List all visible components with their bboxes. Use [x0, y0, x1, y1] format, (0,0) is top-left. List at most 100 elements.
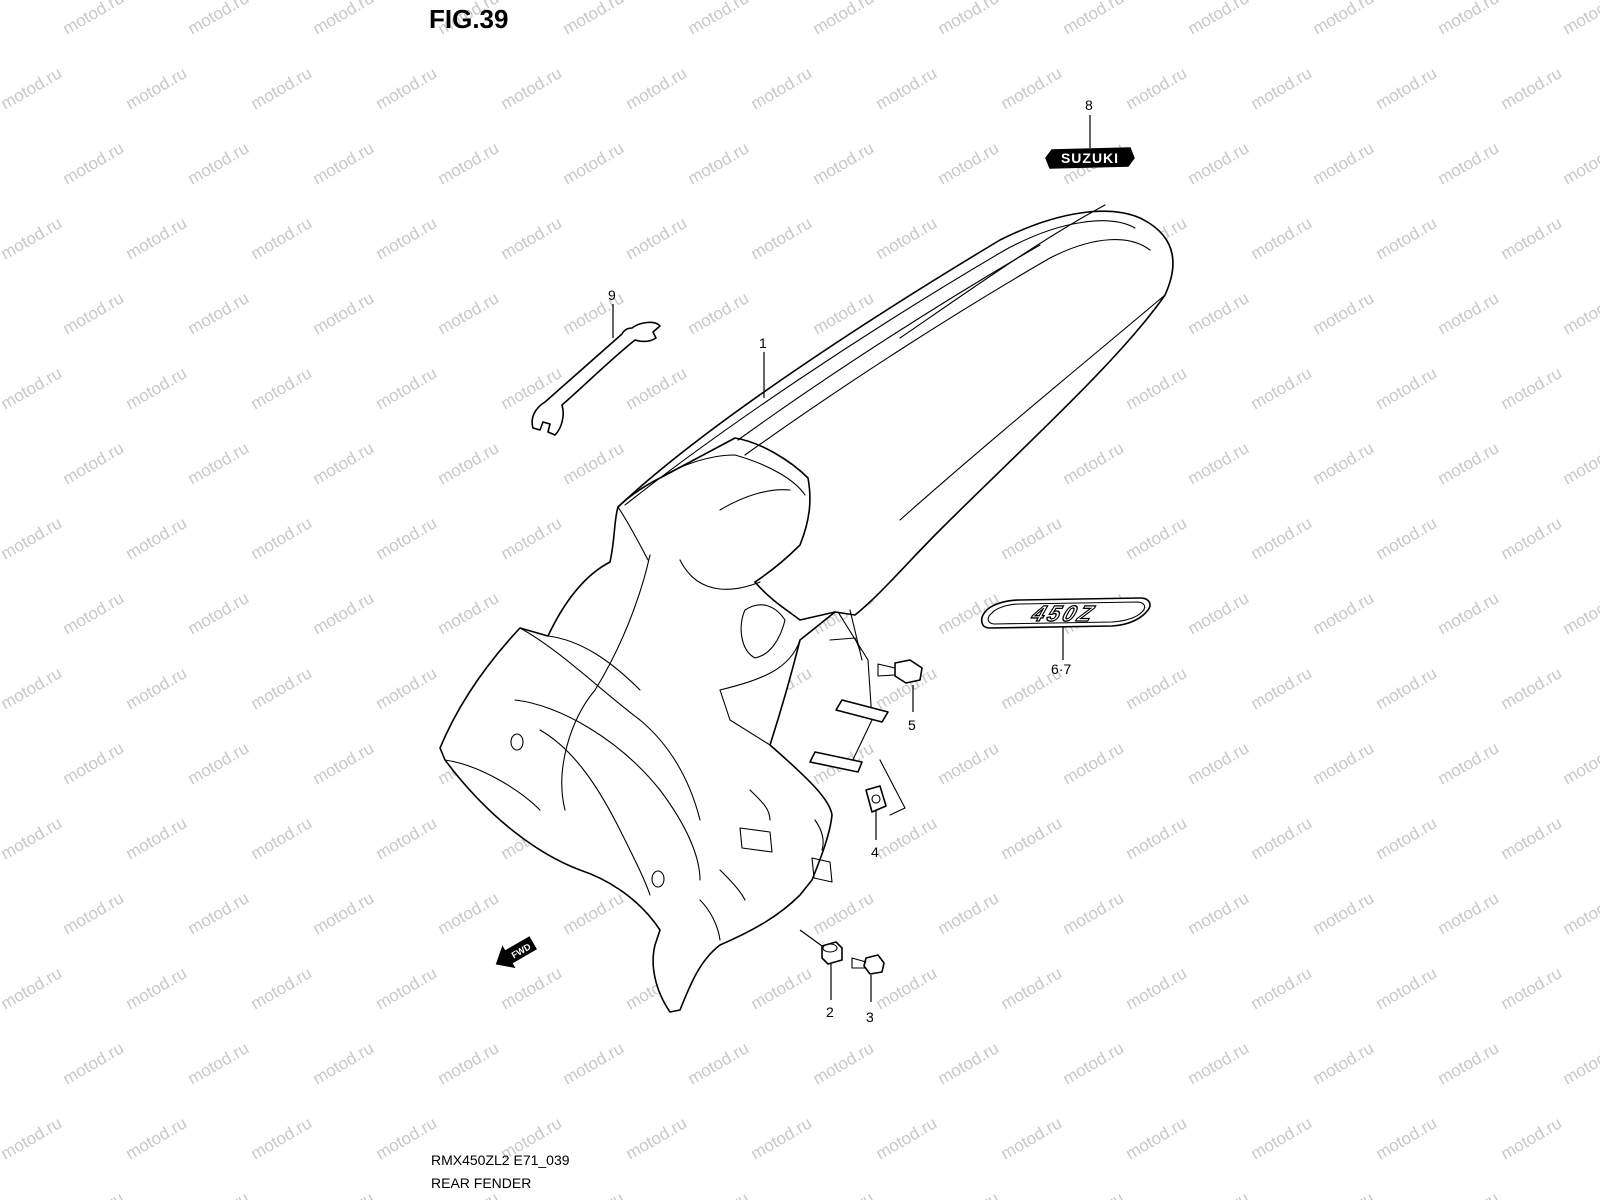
watermark-text: motod.ru [1248, 213, 1316, 263]
watermark-text: motod.ru [498, 963, 566, 1013]
watermark-text: motod.ru [123, 813, 191, 863]
watermark-text: motod.ru [1498, 213, 1566, 263]
watermark-text: motod.ru [0, 0, 2, 38]
watermark-text: motod.ru [623, 363, 691, 413]
watermark-text: motod.ru [1560, 588, 1600, 638]
watermark-text: motod.ru [60, 1038, 128, 1088]
watermark-text: motod.ru [0, 888, 2, 938]
watermark-text: motod.ru [60, 888, 128, 938]
model-code-caption: RMX450ZL2 E71_039 [431, 1152, 570, 1168]
watermark-text: motod.ru [873, 813, 941, 863]
rear-fender-part: 1 [439, 204, 1174, 1013]
watermark-text: motod.ru [1560, 888, 1600, 938]
watermark-text: motod.ru [185, 288, 253, 338]
watermark-text: motod.ru [498, 513, 566, 563]
watermark-text: motod.ru [123, 663, 191, 713]
watermark-text: motod.ru [1060, 1188, 1128, 1200]
watermark-text: motod.ru [373, 363, 441, 413]
watermark-text: motod.ru [0, 213, 65, 263]
watermark-text: motod.ru [248, 1113, 316, 1163]
watermark-text: motod.ru [1435, 888, 1503, 938]
watermark-text: motod.ru [1310, 888, 1378, 938]
watermark-text: motod.ru [1060, 438, 1128, 488]
watermark-text: motod.ru [373, 513, 441, 563]
part-label-8: 8 [1085, 97, 1093, 113]
watermark-text: motod.ru [185, 138, 253, 188]
watermark-text: motod.ru [373, 663, 441, 713]
watermark-text: motod.ru [1248, 663, 1316, 713]
watermark-text: motod.ru [185, 588, 253, 638]
watermark-text: motod.ru [0, 1038, 2, 1088]
watermark-text: motod.ru [998, 813, 1066, 863]
watermark-text: motod.ru [498, 63, 566, 113]
watermark-text: motod.ru [998, 963, 1066, 1013]
watermark-text: motod.ru [1248, 513, 1316, 563]
watermark-text: motod.ru [1310, 288, 1378, 338]
watermark-text: motod.ru [1435, 1188, 1503, 1200]
watermark-text: motod.ru [310, 288, 378, 338]
watermark-text: motod.ru [1123, 963, 1191, 1013]
watermark-text: motod.ru [1060, 738, 1128, 788]
watermark-text: motod.ru [123, 363, 191, 413]
watermark-text: motod.ru [248, 813, 316, 863]
watermark-text: motod.ru [1310, 1038, 1378, 1088]
watermark-text: motod.ru [1373, 813, 1441, 863]
figure-title: FIG.39 [429, 4, 509, 34]
watermark-text: motod.ru [310, 0, 378, 38]
watermark-text: motod.ru [123, 63, 191, 113]
watermark-text: motod.ru [623, 63, 691, 113]
watermark-text: motod.ru [185, 438, 253, 488]
watermark-text: motod.ru [873, 213, 941, 263]
watermark-text: motod.ru [0, 438, 2, 488]
watermark-text: motod.ru [185, 1188, 253, 1200]
watermark-text: motod.ru [1498, 1113, 1566, 1163]
watermark-text: motod.ru [1498, 813, 1566, 863]
watermark-text: motod.ru [310, 1038, 378, 1088]
watermark-text: motod.ru [435, 288, 503, 338]
watermark-text: motod.ru [373, 963, 441, 1013]
watermark-text: motod.ru [1123, 363, 1191, 413]
watermark-text: motod.ru [1373, 213, 1441, 263]
watermark-text: motod.ru [560, 0, 628, 38]
watermark-text: motod.ru [310, 1188, 378, 1200]
watermark-text: motod.ru [1123, 663, 1191, 713]
watermark-text: motod.ru [1560, 738, 1600, 788]
watermark-text: motod.ru [685, 138, 753, 188]
watermark-text: motod.ru [998, 1113, 1066, 1163]
watermark-text: motod.ru [1498, 513, 1566, 563]
watermark-text: motod.ru [560, 288, 628, 338]
watermark-text: motod.ru [1185, 138, 1253, 188]
watermark-text: motod.ru [248, 513, 316, 563]
watermark-text: motod.ru [310, 588, 378, 638]
watermark-text: motod.ru [435, 138, 503, 188]
watermark-text: motod.ru [0, 738, 2, 788]
watermark-text: motod.ru [748, 63, 816, 113]
collar-part: 2 [799, 929, 843, 1020]
watermark-text: motod.ru [310, 138, 378, 188]
watermark-text: motod.ru [60, 588, 128, 638]
watermark-text: motod.ru [0, 138, 2, 188]
part-label-9: 9 [608, 287, 616, 303]
watermark-text: motod.ru [935, 138, 1003, 188]
watermark-text: motod.ru [1248, 813, 1316, 863]
watermark-text: motod.ru [310, 888, 378, 938]
watermark-text: motod.ru [810, 0, 878, 38]
watermark-text: motod.ru [748, 963, 816, 1013]
watermark-text: motod.ru [373, 1113, 441, 1163]
watermark-text: motod.ru [0, 588, 2, 638]
watermark-text: motod.ru [810, 888, 878, 938]
watermark-text: motod.ru [1123, 1113, 1191, 1163]
watermark-text: motod.ru [248, 363, 316, 413]
part-label-5: 5 [908, 717, 916, 733]
watermark-text: motod.ru [1560, 0, 1600, 38]
watermark-text: motod.ru [1435, 588, 1503, 638]
watermark-text: motod.ru [1373, 513, 1441, 563]
watermark-text: motod.ru [1373, 963, 1441, 1013]
watermark-text: motod.ru [1185, 288, 1253, 338]
watermark-text: motod.ru [60, 138, 128, 188]
clip-nut-part: 4 [865, 785, 887, 860]
watermark-text: motod.ru [1185, 438, 1253, 488]
watermark-text: motod.ru [123, 513, 191, 563]
watermark-text: motod.ru [0, 663, 65, 713]
watermark-text: motod.ru [748, 213, 816, 263]
